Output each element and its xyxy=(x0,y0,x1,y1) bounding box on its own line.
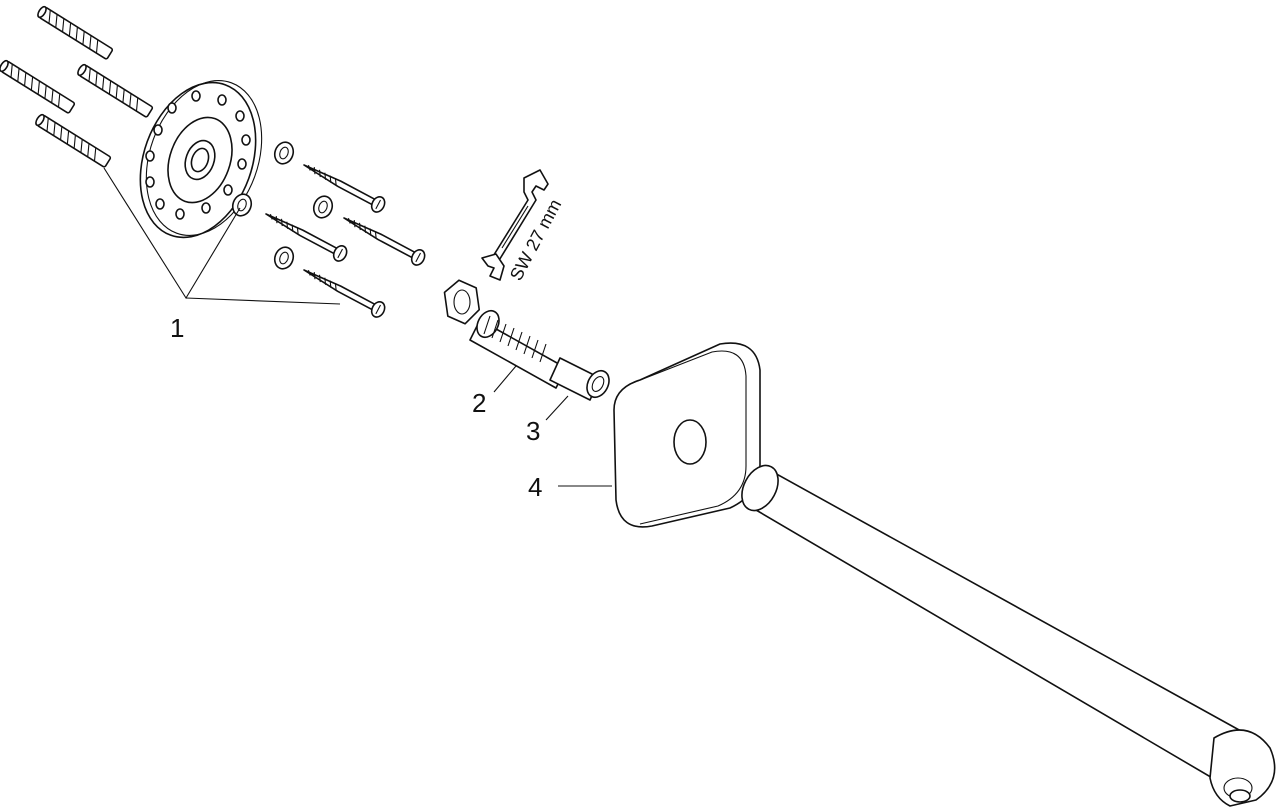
callout-3-label: 3 xyxy=(526,416,540,446)
wall-plug xyxy=(0,59,76,114)
mounting-plate xyxy=(139,80,263,239)
callout-2-leader xyxy=(493,365,517,393)
cover-rosette xyxy=(613,342,761,528)
threaded-extension xyxy=(469,309,567,389)
callout-3-leader xyxy=(545,395,569,421)
washer xyxy=(273,246,295,270)
washer xyxy=(312,195,334,219)
screw xyxy=(343,217,426,266)
wall-plug xyxy=(35,113,112,168)
callout-1-leaders xyxy=(103,167,341,305)
shower-arm xyxy=(741,464,1276,807)
wrench-size-label: SW 27 mm xyxy=(506,196,565,284)
sleeve xyxy=(549,357,610,401)
washer xyxy=(273,141,295,165)
callout-2-label: 2 xyxy=(472,388,486,418)
screw xyxy=(265,213,348,262)
wall-plug xyxy=(77,63,154,118)
washer xyxy=(231,193,253,217)
callout-1-label: 1 xyxy=(170,313,184,343)
screw xyxy=(303,269,386,318)
hex-nut xyxy=(443,279,481,325)
callout-4-label: 4 xyxy=(528,472,542,502)
screw xyxy=(303,164,386,213)
wall-plug xyxy=(37,5,114,60)
wrench-icon xyxy=(481,169,549,281)
